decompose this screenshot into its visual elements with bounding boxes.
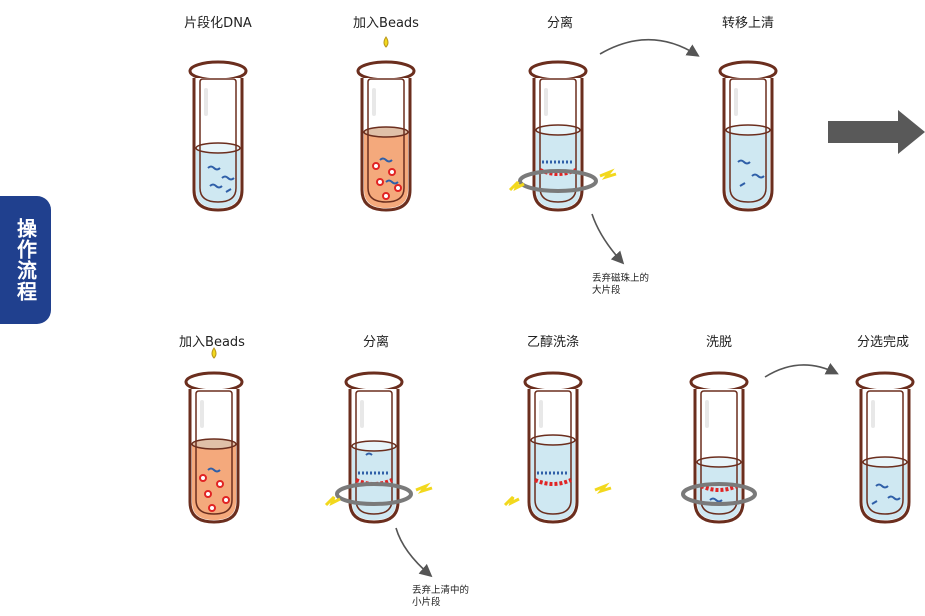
tube-separate-2 [324, 371, 433, 524]
tube-elution [681, 371, 757, 524]
step-label-separate-2: 分离 [362, 335, 390, 350]
tube-sorting-complete [855, 371, 915, 524]
elution-transfer-arrow [764, 362, 839, 378]
step-label-separate-1: 分离 [546, 16, 574, 31]
note-discard-small-fragments: 丢弃上清中的 小片段 [412, 585, 470, 608]
tube-transfer-supernatant [718, 60, 778, 212]
tube-add-beads-1 [356, 36, 416, 212]
tube-separate-1 [508, 60, 617, 212]
tube-ethanol-wash [503, 371, 612, 524]
step-label-transfer-supernatant: 转移上清 [721, 16, 775, 31]
tube-fragmented-dna [188, 60, 248, 212]
process-sidebar-tab: 操作流程 [0, 196, 51, 324]
step-label-add-beads-2: 加入Beads [179, 335, 245, 350]
step-label-add-beads-1: 加入Beads [353, 16, 419, 31]
step-label-ethanol-wash: 乙醇洗涤 [526, 335, 580, 350]
tube-add-beads-2 [184, 347, 244, 524]
transfer-arrow [599, 39, 700, 57]
note-discard-large-fragments: 丢弃磁珠上的 大片段 [592, 273, 650, 296]
step-label-fragment-dna: 片段化DNA [184, 16, 252, 31]
step-label-sorting-complete: 分选完成 [856, 335, 910, 350]
next-step-big-arrow [828, 110, 925, 154]
step-label-elution: 洗脱 [705, 335, 733, 350]
sidebar-title: 操作流程 [13, 218, 38, 302]
discard-top-arrow [591, 213, 625, 265]
discard-bottom-arrow [395, 527, 433, 578]
